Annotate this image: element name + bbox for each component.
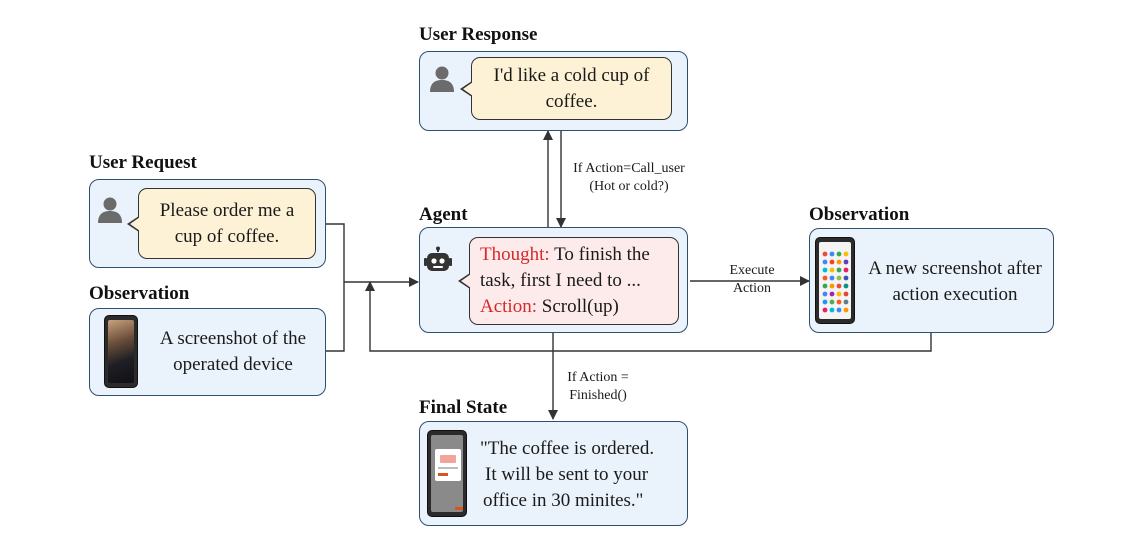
observation-left-line-1: A screenshot of the [159, 328, 307, 349]
phone-screenshot-icon [104, 315, 138, 388]
execute-action-label-line-1: Execute [729, 263, 775, 278]
app-grid [822, 251, 849, 313]
user-request-heading: User Request [89, 152, 197, 173]
final-state-line-2: It will be sent to your [485, 464, 649, 485]
user-response-line-1: I'd like a cold cup of [493, 64, 650, 86]
action-text: Scroll(up) [537, 296, 619, 317]
final-state-line-3: office in 30 minites." [483, 490, 644, 511]
agent-action-line: Action: Scroll(up) [480, 294, 650, 320]
observation-right-line-2: action execution [892, 284, 1018, 305]
observation-feedback-loop [365, 281, 932, 352]
observation-left-heading: Observation [89, 283, 190, 304]
observation-right-heading: Observation [809, 204, 910, 225]
execute-action-label: Execute Action [717, 262, 787, 298]
observation-left-text: A screenshot of the operated device [145, 326, 321, 378]
agent-heading: Agent [419, 204, 468, 225]
call-user-label: If Action=Call_user (Hot or cold?) [566, 160, 692, 196]
call-user-label-line-1: If Action=Call_user [573, 161, 685, 176]
observation-right-text: A new screenshot after action execution [860, 256, 1050, 308]
user-request-line-1: Please order me a [159, 199, 295, 221]
finished-label-line-2: Finished() [569, 388, 627, 403]
robot-icon [424, 246, 452, 271]
thought-text: To finish the [549, 244, 650, 265]
execute-action-label-line-2: Action [732, 281, 772, 296]
user-request-line-2: cup of coffee. [174, 225, 280, 247]
finished-label-line-1: If Action = [567, 370, 629, 385]
order-dialog [435, 449, 461, 481]
user-response-heading: User Response [419, 24, 538, 45]
agent-thought-line-2: task, first I need to ... [480, 270, 641, 291]
observation-left-line-2: operated device [173, 354, 293, 375]
user-avatar-icon [98, 197, 122, 223]
phone-screenshot-icon [815, 237, 855, 324]
user-response-line-2: coffee. [545, 90, 598, 112]
action-label: Action: [480, 296, 537, 317]
final-state-heading: Final State [419, 397, 508, 418]
final-state-text: "The coffee is ordered. It will be sent … [480, 436, 685, 514]
user-avatar-icon [430, 66, 454, 92]
user-request-connector [326, 223, 345, 352]
user-request-bubble: Please order me a cup of coffee. [127, 188, 316, 259]
call-user-label-line-2: (Hot or cold?) [589, 179, 669, 194]
thought-label: Thought: [480, 244, 550, 265]
user-response-bubble: I'd like a cold cup of coffee. [460, 57, 672, 120]
phone-screenshot-icon [427, 430, 467, 517]
final-state-line-1: "The coffee is ordered. [480, 438, 655, 459]
agent-thought-bubble: Thought: To finish the task, first I nee… [458, 237, 679, 325]
finished-label: If Action = Finished() [556, 369, 640, 405]
observation-right-line-1: A new screenshot after [868, 258, 1042, 279]
agent-thought-line-1: Thought: To finish the [480, 242, 650, 268]
